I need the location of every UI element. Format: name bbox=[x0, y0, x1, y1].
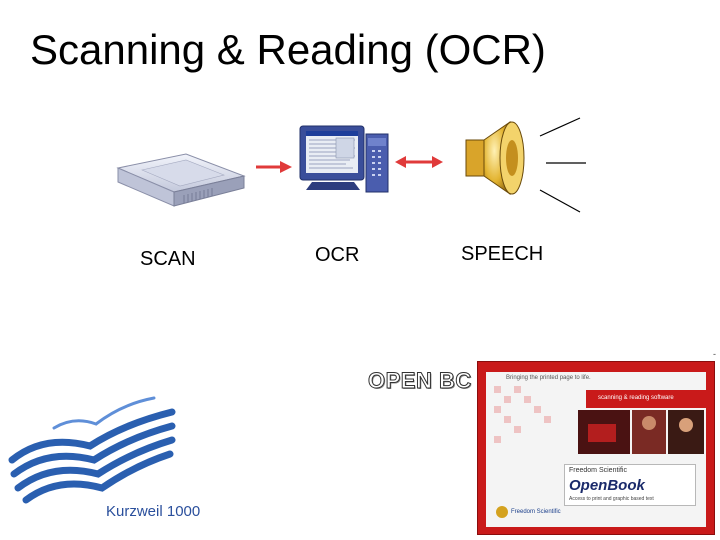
openbook-box-face: Bringing the printed page to life. scann… bbox=[486, 372, 706, 527]
freedom-logo-icon bbox=[496, 506, 508, 518]
box-photo-middle bbox=[632, 410, 666, 454]
kurzweil-label: Kurzweil 1000 bbox=[106, 503, 200, 520]
corner-mark: - bbox=[713, 349, 716, 359]
slide-title: Scanning & Reading (OCR) bbox=[30, 26, 546, 74]
box-logo-text: Freedom Scientific bbox=[511, 509, 561, 515]
box-product-name: OpenBook bbox=[569, 477, 645, 494]
product-label-panel: Freedom Scientific OpenBook Access to pr… bbox=[564, 464, 696, 506]
box-tagline: Bringing the printed page to life. bbox=[506, 375, 591, 381]
computer-icon bbox=[298, 124, 393, 199]
scan-label: SCAN bbox=[140, 248, 196, 271]
box-brand: Freedom Scientific bbox=[569, 467, 627, 474]
double-arrow-icon bbox=[394, 155, 444, 169]
software-banner: scanning & reading software bbox=[586, 390, 706, 408]
box-photo-right bbox=[668, 410, 704, 454]
scanner-icon bbox=[112, 150, 252, 210]
kurzweil-logo-icon bbox=[4, 394, 179, 504]
box-subtitle: Access to print and graphic based text bbox=[569, 496, 654, 502]
open-book-text: OPEN BC bbox=[368, 368, 472, 394]
software-label: scanning & reading software bbox=[598, 395, 674, 401]
speech-label: SPEECH bbox=[461, 243, 543, 266]
speaker-icon bbox=[460, 112, 590, 217]
openbook-box: Bringing the printed page to life. scann… bbox=[478, 362, 714, 534]
arrow-right-icon bbox=[254, 160, 294, 174]
ocr-label: OCR bbox=[315, 244, 359, 267]
box-photo-left bbox=[578, 410, 630, 454]
